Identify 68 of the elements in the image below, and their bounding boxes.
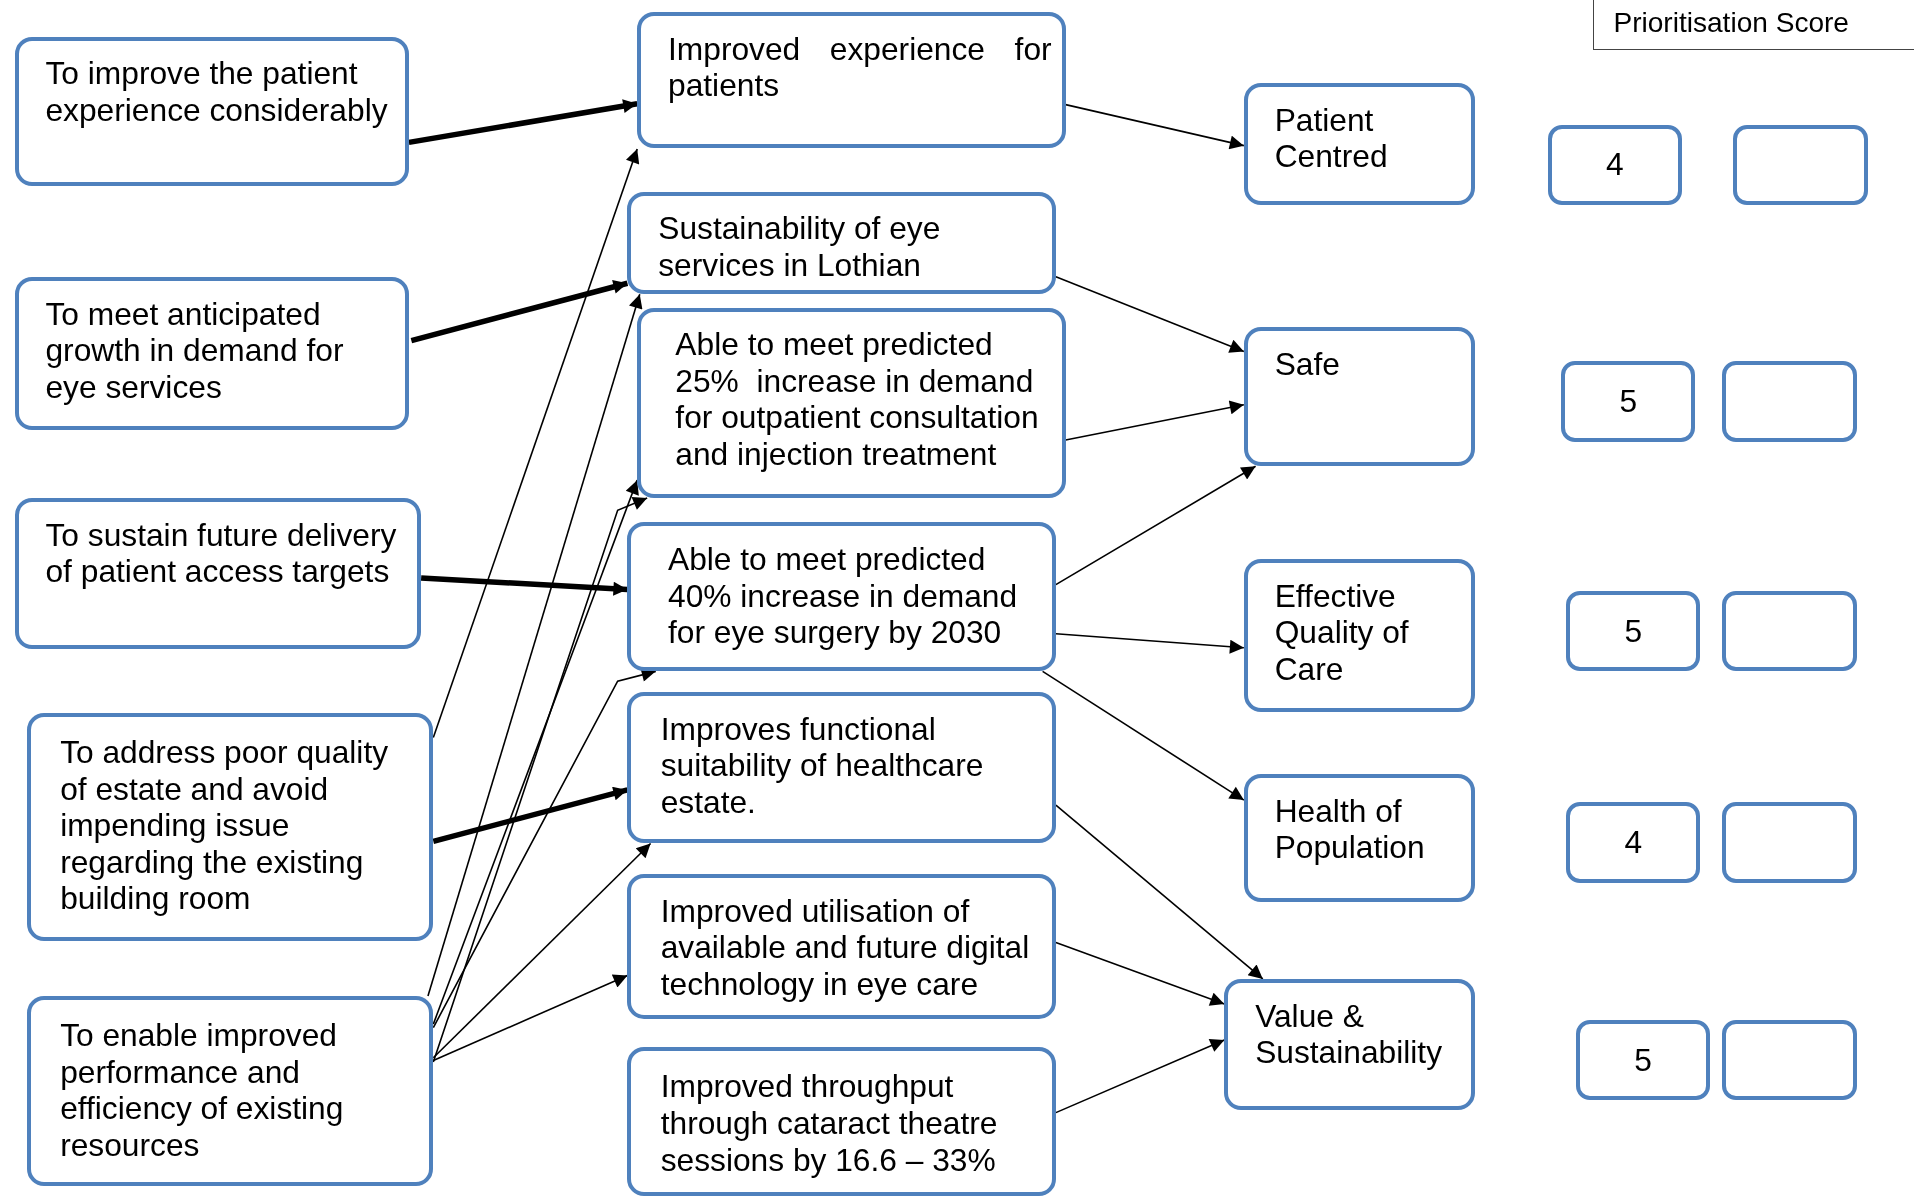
score-value: 4 bbox=[1606, 146, 1624, 184]
empty-score-box bbox=[1722, 801, 1857, 883]
objective-box bbox=[26, 996, 434, 1187]
arrow bbox=[408, 99, 638, 146]
box-text: Value & Sustainability bbox=[1255, 997, 1444, 1071]
score-box bbox=[1566, 590, 1701, 672]
arrow bbox=[427, 293, 643, 997]
empty-score-box bbox=[1722, 361, 1857, 442]
empty-score-box bbox=[1733, 124, 1868, 206]
box-text: Health of Population bbox=[1274, 792, 1426, 866]
score-value: 4 bbox=[1624, 823, 1643, 861]
arrow bbox=[1055, 632, 1245, 654]
benefit-box bbox=[627, 191, 1056, 295]
column-header: Prioritisation Score bbox=[1592, 0, 1914, 51]
arrow bbox=[432, 148, 640, 739]
objective-box bbox=[14, 277, 409, 430]
box-text: Effective Quality of Care bbox=[1274, 577, 1410, 688]
box-text: To enable improved performance and efficiency of existing resources bbox=[60, 1017, 345, 1164]
benefit-box bbox=[637, 12, 1066, 148]
arrow bbox=[1055, 465, 1257, 586]
box-text: To improve the patient experience considerably bbox=[45, 55, 389, 129]
arrow bbox=[420, 575, 628, 596]
box-text: Able to meet predicted 25% increase in demand for outpatient consultation and injection treatment bbox=[675, 326, 1040, 473]
arrow bbox=[1041, 670, 1245, 801]
benefit-box bbox=[627, 692, 1056, 844]
benefit-box bbox=[627, 1047, 1056, 1197]
criteria-box bbox=[1243, 773, 1475, 903]
empty-score-box bbox=[1722, 590, 1857, 672]
score-box bbox=[1547, 124, 1683, 206]
box-text: Improved throughput through cataract theatre sessions by 16.6 – 33% bbox=[660, 1068, 999, 1179]
arrow bbox=[432, 668, 657, 1029]
criteria-box bbox=[1243, 327, 1475, 467]
criteria-box bbox=[1224, 978, 1475, 1110]
box-text: To sustain future delivery of patient access targets bbox=[45, 516, 398, 590]
box-text: To meet anticipated growth in demand for eye services bbox=[45, 295, 345, 406]
arrow bbox=[1055, 1039, 1226, 1114]
arrow bbox=[432, 842, 652, 1059]
arrow bbox=[1064, 103, 1245, 150]
arrow bbox=[410, 280, 629, 344]
benefit-box bbox=[637, 307, 1066, 498]
score-value: 5 bbox=[1619, 383, 1638, 420]
criteria-box bbox=[1243, 83, 1475, 206]
objective-box bbox=[14, 36, 409, 186]
score-box bbox=[1575, 1020, 1711, 1100]
empty-score-box bbox=[1722, 1020, 1857, 1100]
arrow bbox=[1064, 400, 1245, 441]
box-text: Sustainability of eye services in Lothian bbox=[658, 210, 942, 284]
box-text: Patient Centred bbox=[1274, 101, 1389, 175]
arrow bbox=[432, 786, 629, 844]
arrow bbox=[1055, 804, 1264, 980]
box-text: Improves functional suitability of healthcare estate. bbox=[660, 710, 985, 821]
arrow bbox=[1055, 276, 1245, 353]
box-text: To address poor quality of estate and avoid impending issue regarding the existing building room bbox=[60, 733, 390, 918]
box-text: Safe bbox=[1274, 345, 1341, 383]
benefit-box bbox=[627, 874, 1056, 1020]
box-text: Able to meet predicted 40% increase in demand for eye surgery by 2030 bbox=[668, 541, 1019, 651]
score-value: 5 bbox=[1634, 1041, 1652, 1079]
score-box bbox=[1566, 801, 1701, 883]
box-text: Improved utilisation of available and future digital technology in eye care bbox=[660, 892, 1031, 1003]
arrow bbox=[1055, 941, 1226, 1006]
benefit-box bbox=[627, 522, 1056, 672]
score-box bbox=[1561, 361, 1696, 442]
arrow bbox=[432, 974, 629, 1062]
box-text: Improved experience for patients bbox=[668, 30, 1052, 105]
objective-box bbox=[14, 498, 422, 650]
criteria-box bbox=[1243, 559, 1475, 712]
objective-box bbox=[26, 712, 434, 942]
score-value: 5 bbox=[1624, 612, 1643, 650]
